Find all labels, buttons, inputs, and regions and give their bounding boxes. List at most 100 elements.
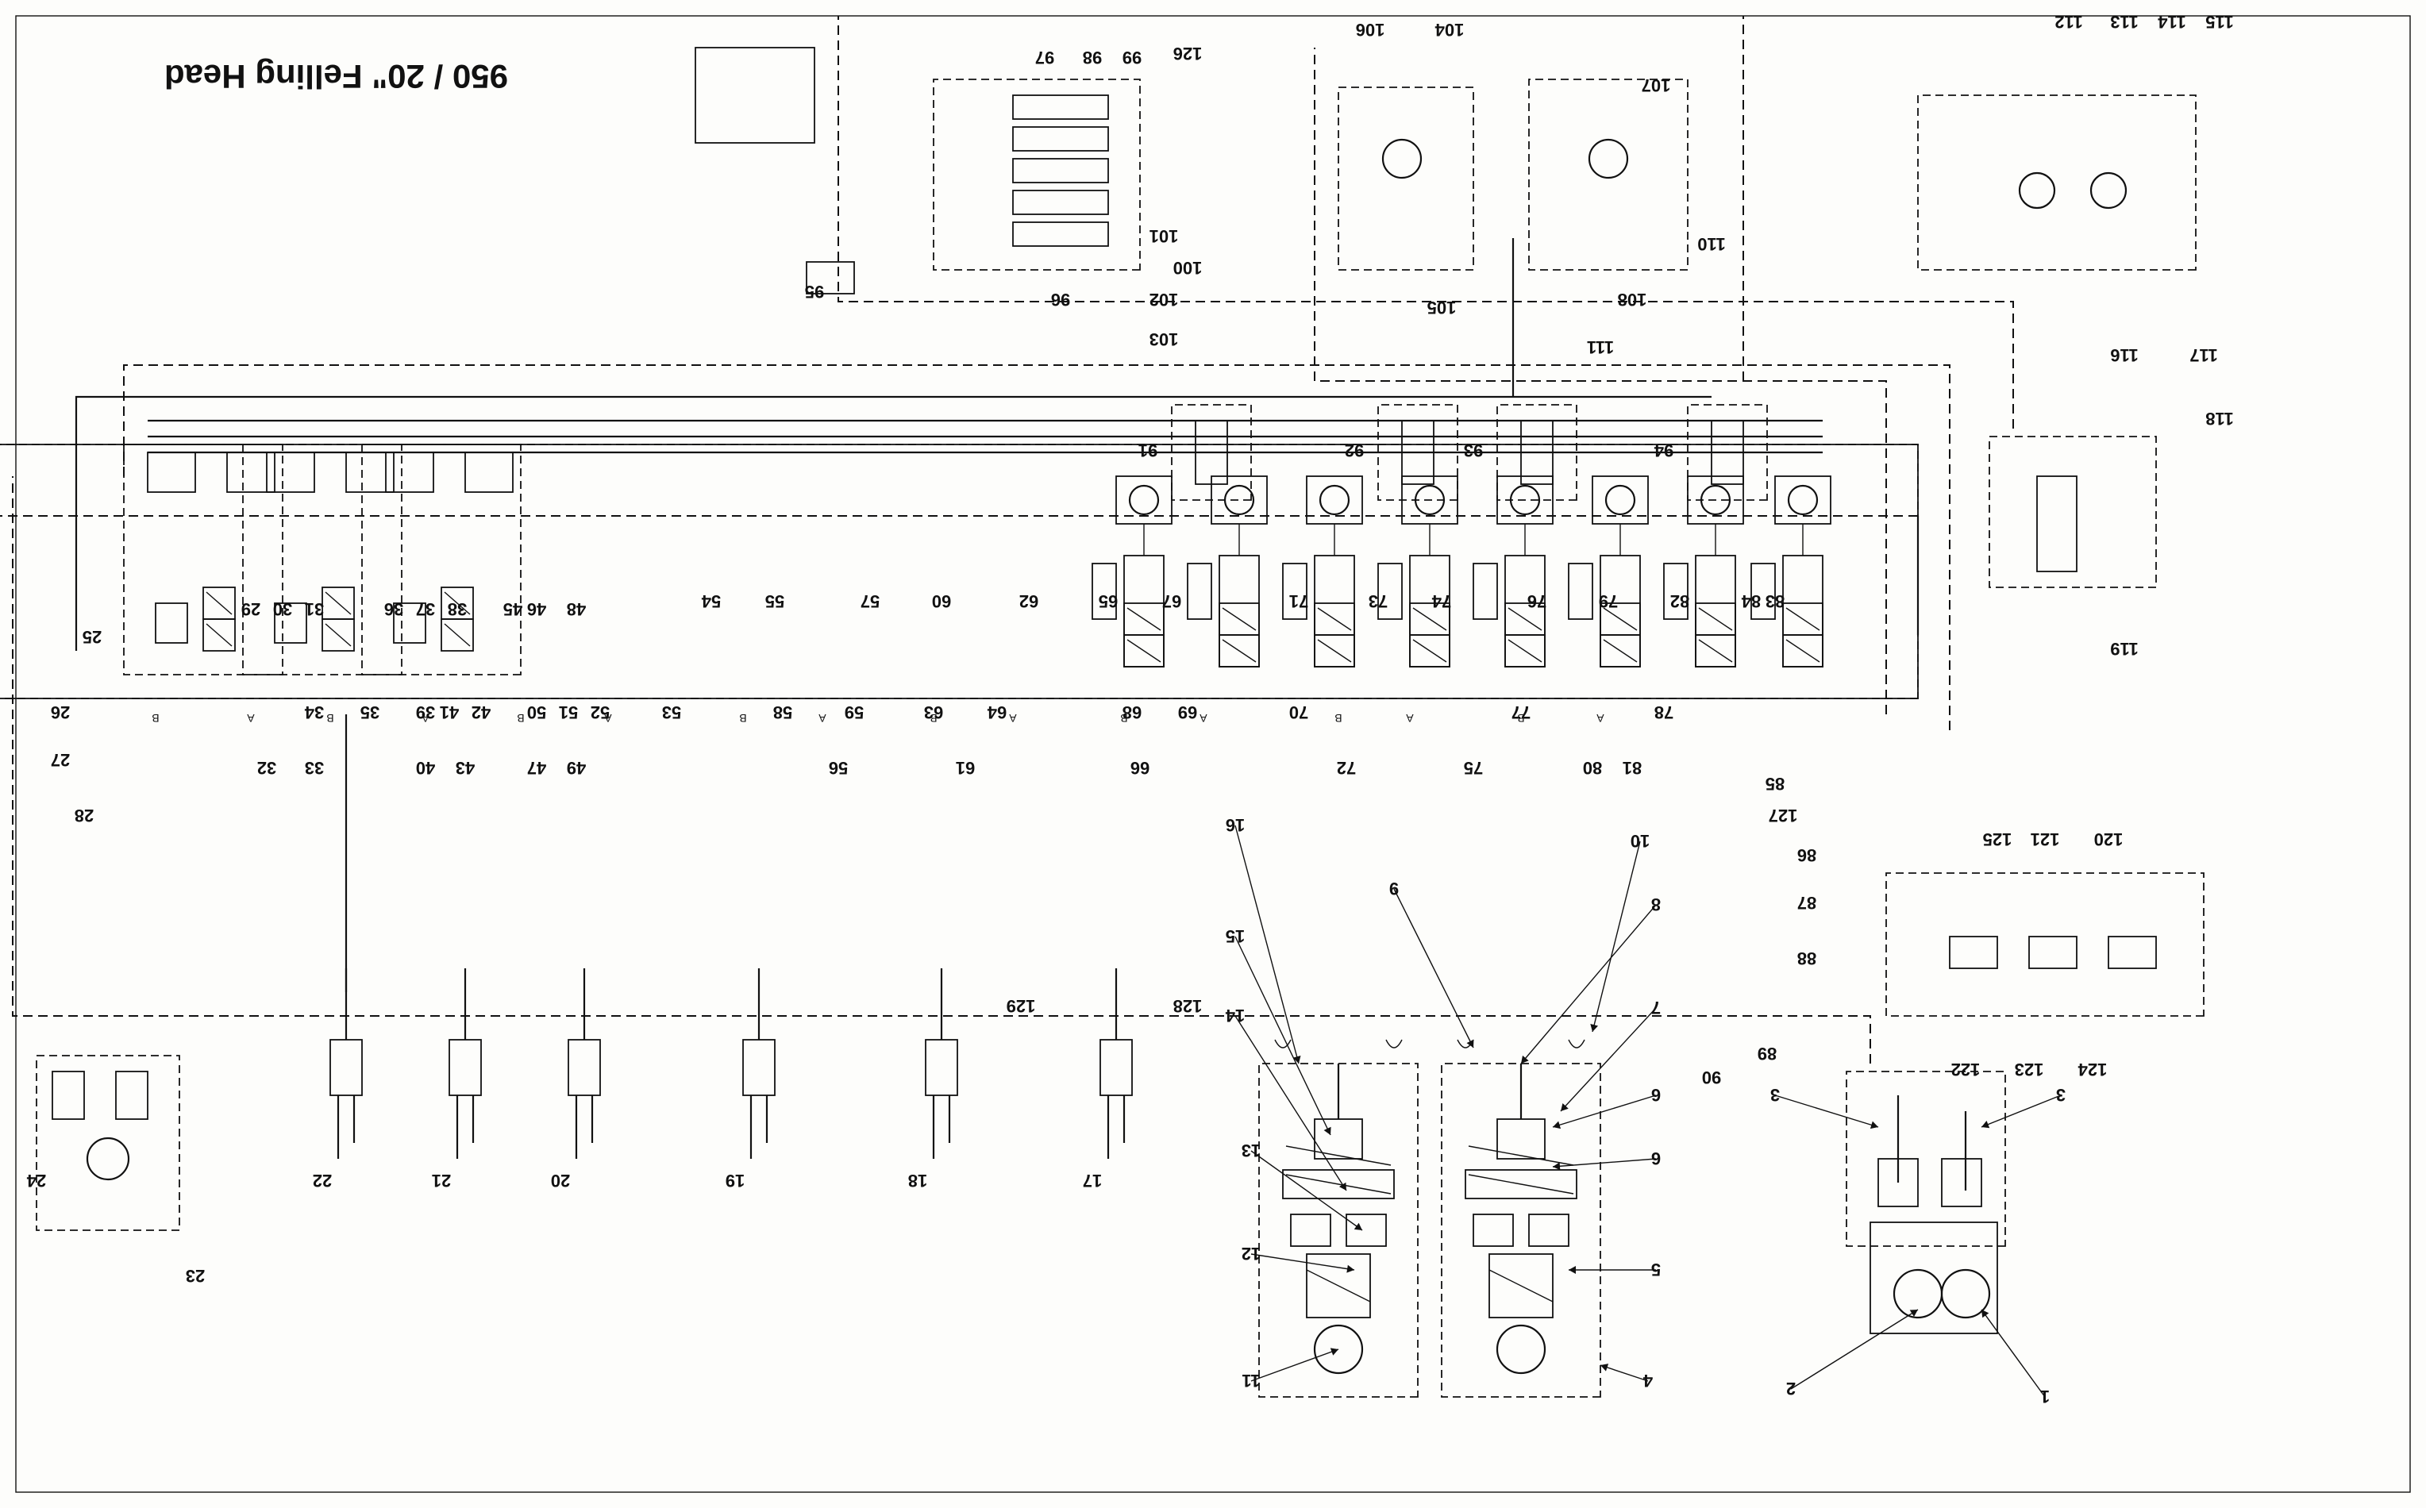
callout-62: 62 <box>1019 591 1038 611</box>
port-label: A <box>1596 712 1604 725</box>
hydraulic-line <box>1785 607 1820 631</box>
leader-arrow <box>1981 1121 1990 1129</box>
section-port-81 <box>1604 484 1636 516</box>
spool-section <box>1123 602 1165 636</box>
filter-element <box>2018 171 2056 210</box>
callout-85: 85 <box>1766 774 1785 794</box>
spool-section <box>202 587 236 620</box>
callout-105: 105 <box>1427 298 1457 317</box>
pilot-unit-frame <box>36 1055 180 1231</box>
port-label: B <box>326 712 333 725</box>
callout-10: 10 <box>1631 831 1650 851</box>
callout-65: 65 <box>1099 591 1118 611</box>
valve-frame-93 <box>1496 404 1577 501</box>
callout-23: 23 <box>186 1266 205 1286</box>
hydraulic-line <box>325 591 352 615</box>
callout-52: 52 <box>591 702 610 722</box>
manifold-valve <box>1012 126 1109 152</box>
leader-line <box>1981 1309 2046 1398</box>
cylinder-20 <box>568 1039 601 1096</box>
callout-61: 61 <box>956 758 975 778</box>
hydraulic-line <box>444 623 471 647</box>
callout-121: 121 <box>2031 829 2060 849</box>
callout-70: 70 <box>1289 702 1308 722</box>
callout-27: 27 <box>51 750 70 770</box>
valve-frame-91 <box>1171 404 1252 501</box>
port-label: A <box>818 712 826 725</box>
manifold-valve <box>1012 94 1109 120</box>
spool-section <box>1282 1169 1395 1199</box>
spool-section <box>322 587 355 620</box>
hydraulic-line <box>206 591 233 615</box>
callout-6: 6 <box>1651 1148 1661 1168</box>
cylinder-21 <box>449 1039 482 1096</box>
callout-54: 54 <box>701 591 721 611</box>
callout-92: 92 <box>1345 441 1364 460</box>
hydraulic-line <box>1698 607 1733 631</box>
callout-8: 8 <box>1651 895 1661 914</box>
pump-control-block <box>1846 1071 2006 1247</box>
compensator-1 <box>1941 1158 1982 1207</box>
callout-7: 7 <box>1651 998 1661 1018</box>
callout-30: 30 <box>273 599 292 619</box>
hydraulic-line <box>1603 607 1638 631</box>
port-relief <box>266 452 315 493</box>
port-label: A <box>1009 712 1017 725</box>
leader-line <box>1393 888 1474 1048</box>
callout-77: 77 <box>1511 702 1531 722</box>
callout-96: 96 <box>1051 290 1070 310</box>
callout-34: 34 <box>304 702 324 722</box>
callout-40: 40 <box>416 758 435 778</box>
port-label: B <box>1120 712 1127 725</box>
callout-22: 22 <box>313 1171 332 1191</box>
section-spool-56 <box>1123 555 1165 668</box>
section-port-66 <box>1319 484 1350 516</box>
callout-9: 9 <box>1389 879 1399 898</box>
port-relief <box>147 452 196 493</box>
callout-86: 86 <box>1797 845 1816 865</box>
hydraulic-line <box>12 476 1871 1064</box>
callout-45: 45 <box>503 599 522 619</box>
callout-111: 111 <box>1587 337 1614 357</box>
callout-33: 33 <box>305 758 324 778</box>
hydraulic-line <box>1317 639 1352 663</box>
pilot-lines <box>12 16 2014 1064</box>
callout-95: 95 <box>805 282 824 302</box>
leader-arrow <box>1346 1264 1354 1273</box>
pilot-check <box>806 261 855 294</box>
callout-35: 35 <box>360 702 379 722</box>
port-relief <box>385 452 434 493</box>
callout-117: 117 <box>2189 345 2218 365</box>
callout-108: 108 <box>1618 290 1647 310</box>
spool-section <box>1695 602 1736 636</box>
callout-97: 97 <box>1035 48 1054 67</box>
callout-88: 88 <box>1797 948 1816 968</box>
callout-47: 47 <box>527 758 546 778</box>
section-comp-66 <box>1282 563 1307 620</box>
callout-49: 49 <box>567 758 586 778</box>
callout-103: 103 <box>1149 329 1179 349</box>
callout-100: 100 <box>1173 258 1203 278</box>
callout-55: 55 <box>765 591 784 611</box>
callout-24: 24 <box>26 1171 46 1191</box>
callout-78: 78 <box>1654 702 1673 722</box>
port-label: B <box>930 712 937 725</box>
sub-bank-32 <box>123 444 283 675</box>
callout-63: 63 <box>924 702 943 722</box>
hydraulic-line <box>1508 607 1542 631</box>
callout-69: 69 <box>1178 702 1197 722</box>
callout-13: 13 <box>1242 1141 1261 1160</box>
port-label: B <box>1334 712 1342 725</box>
callout-119: 119 <box>2110 639 2139 659</box>
callout-124: 124 <box>2078 1060 2107 1079</box>
callout-6: 6 <box>1651 1085 1661 1105</box>
hydraulic-line <box>325 623 352 647</box>
callout-91: 91 <box>1138 441 1157 460</box>
leader-line <box>1552 1095 1657 1128</box>
port-label: A <box>604 712 612 725</box>
callout-127: 127 <box>1769 806 1798 825</box>
callout-80: 80 <box>1583 758 1602 778</box>
